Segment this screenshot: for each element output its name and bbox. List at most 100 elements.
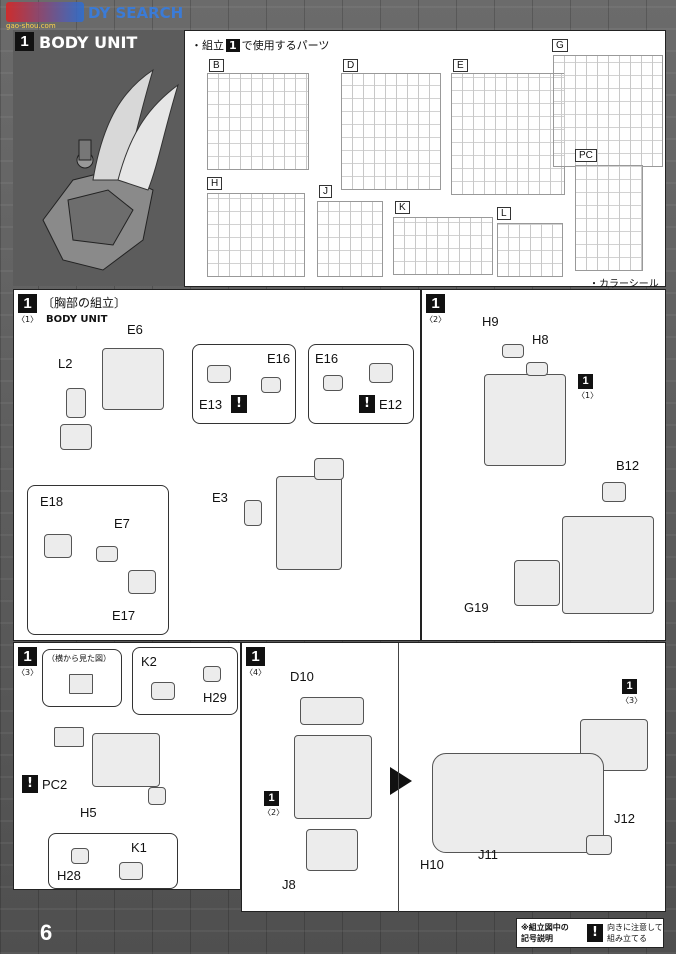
body-unit-assembly xyxy=(432,753,604,853)
watermark-text: DY SEARCH xyxy=(88,4,184,22)
small-part xyxy=(203,666,221,682)
legend-title-line1: ※組立図中の xyxy=(521,923,569,932)
step-number: 1 xyxy=(426,294,445,313)
step-number: 1 xyxy=(15,32,34,51)
part-label: H8 xyxy=(532,332,549,347)
part-label: B12 xyxy=(616,458,640,473)
runner-pc xyxy=(575,165,643,271)
reference-substep: 〈1〉 xyxy=(577,391,599,400)
legend-text: 向きに注意して 組み立てる xyxy=(607,922,663,944)
part-label: K2 xyxy=(141,654,157,669)
orientation-warning-icon: ! xyxy=(22,775,38,793)
small-part xyxy=(71,848,89,864)
body-unit-header-panel: 1 BODY UNIT xyxy=(13,30,185,286)
chest-assembly xyxy=(484,374,566,466)
runner-label-l: L xyxy=(497,207,511,220)
reference-substep: 〈3〉 xyxy=(621,696,643,705)
sticker-note: ・カラーシール xyxy=(589,279,659,290)
detail-callout-right: E16 E12 ! xyxy=(308,344,414,424)
runner-k xyxy=(393,217,493,275)
small-part xyxy=(119,862,143,880)
small-part xyxy=(323,375,343,391)
reference-step: 1 xyxy=(264,791,279,806)
runner-g xyxy=(553,55,663,167)
small-part xyxy=(314,458,344,480)
chest-part-assembly xyxy=(102,348,164,410)
part-label: E6 xyxy=(127,322,143,337)
part-label: E16 xyxy=(267,351,291,366)
small-part xyxy=(44,534,72,558)
runner-e xyxy=(451,73,565,195)
sub-assembly-callout: E18 E7 E17 xyxy=(27,485,169,635)
part-label: J11 xyxy=(478,847,498,862)
step-1-3-panel: 1 〈3〉 （横から見た図） K2 H29 ! PC2 H5 K1 H28 xyxy=(13,642,241,890)
body-unit-illustration xyxy=(42,68,179,271)
step-number: 1 xyxy=(18,647,37,666)
part-detail-callout: K1 H28 xyxy=(48,833,178,889)
small-part xyxy=(207,365,231,383)
parts-heading-step: 1 xyxy=(226,39,240,52)
detail-callout-left: E16 E13 ! xyxy=(192,344,296,424)
side-view-note: （横から見た図） xyxy=(47,654,111,663)
part-label: L2 xyxy=(58,356,73,371)
orientation-warning-icon: ! xyxy=(231,395,247,413)
part-label: E7 xyxy=(114,516,130,531)
small-part xyxy=(586,835,612,855)
part-label: H9 xyxy=(482,314,499,329)
small-part xyxy=(502,344,524,358)
step-1-2-panel: 1 〈2〉 H9 H8 B12 G19 1 〈1〉 xyxy=(421,289,666,641)
watermark-subtext: gao-shou.com xyxy=(6,22,56,30)
legend-text-line1: 向きに注意して xyxy=(607,923,663,932)
chest-assembly xyxy=(276,476,342,570)
part-label: E16 xyxy=(315,351,339,366)
legend-title-line2: 記号説明 xyxy=(521,934,553,943)
orientation-warning-icon: ! xyxy=(587,924,603,942)
part-label: J12 xyxy=(614,811,635,826)
small-part xyxy=(369,363,393,383)
part-label: H29 xyxy=(203,690,227,705)
substep-number: 〈1〉 xyxy=(17,315,39,324)
part-label: E17 xyxy=(112,608,136,623)
parts-heading-prefix: ・組立 xyxy=(191,39,224,52)
small-part xyxy=(261,377,281,393)
runner-label-d: D xyxy=(343,59,359,72)
part-label: J8 xyxy=(282,877,296,892)
small-part xyxy=(300,697,364,725)
runner-label-j: J xyxy=(319,185,332,198)
orientation-warning-icon: ! xyxy=(359,395,375,413)
part-label: H28 xyxy=(57,868,81,883)
part-label: K1 xyxy=(131,840,147,855)
chest-assembly xyxy=(294,735,372,819)
back-assembly xyxy=(580,719,648,771)
part-label: PC2 xyxy=(42,777,68,792)
runner-label-e: E xyxy=(453,59,468,72)
symbol-legend: ※組立図中の 記号説明 ! 向きに注意して 組み立てる xyxy=(516,918,664,948)
runner-label-k: K xyxy=(395,201,410,214)
small-part xyxy=(60,424,92,450)
step-1-1-panel: 1 〈1〉 〔胸部の組立〕 BODY UNIT E6 L2 E18 E7 E17… xyxy=(13,289,421,641)
part-label: E13 xyxy=(199,397,223,412)
runner-d xyxy=(341,73,441,190)
step-subtitle: BODY UNIT xyxy=(46,314,108,325)
watermark-logo-icon xyxy=(6,2,84,22)
step-1-4-panel: 1 〈4〉 D10 1 〈2〉 J8 1 〈3〉 H10 J11 J12 xyxy=(241,642,666,913)
runner-label-h: H xyxy=(207,177,223,190)
substep-number: 〈3〉 xyxy=(17,668,39,677)
reference-step: 1 xyxy=(622,679,637,694)
small-part xyxy=(66,388,86,418)
small-part xyxy=(54,727,84,747)
legend-text-line2: 組み立てる xyxy=(607,934,647,943)
runner-label-g: G xyxy=(552,39,568,52)
step-number: 1 xyxy=(246,647,265,666)
runner-l xyxy=(497,223,563,277)
parts-heading-suffix: で使用するパーツ xyxy=(241,39,330,52)
substep-number: 〈4〉 xyxy=(245,668,267,677)
page-number: 6 xyxy=(40,920,53,945)
small-part xyxy=(602,482,626,502)
runner-b xyxy=(207,73,309,170)
runner-label-b: B xyxy=(209,59,224,72)
part-label: E18 xyxy=(40,494,64,509)
section-title: BODY UNIT xyxy=(39,33,138,52)
small-part xyxy=(514,560,560,606)
